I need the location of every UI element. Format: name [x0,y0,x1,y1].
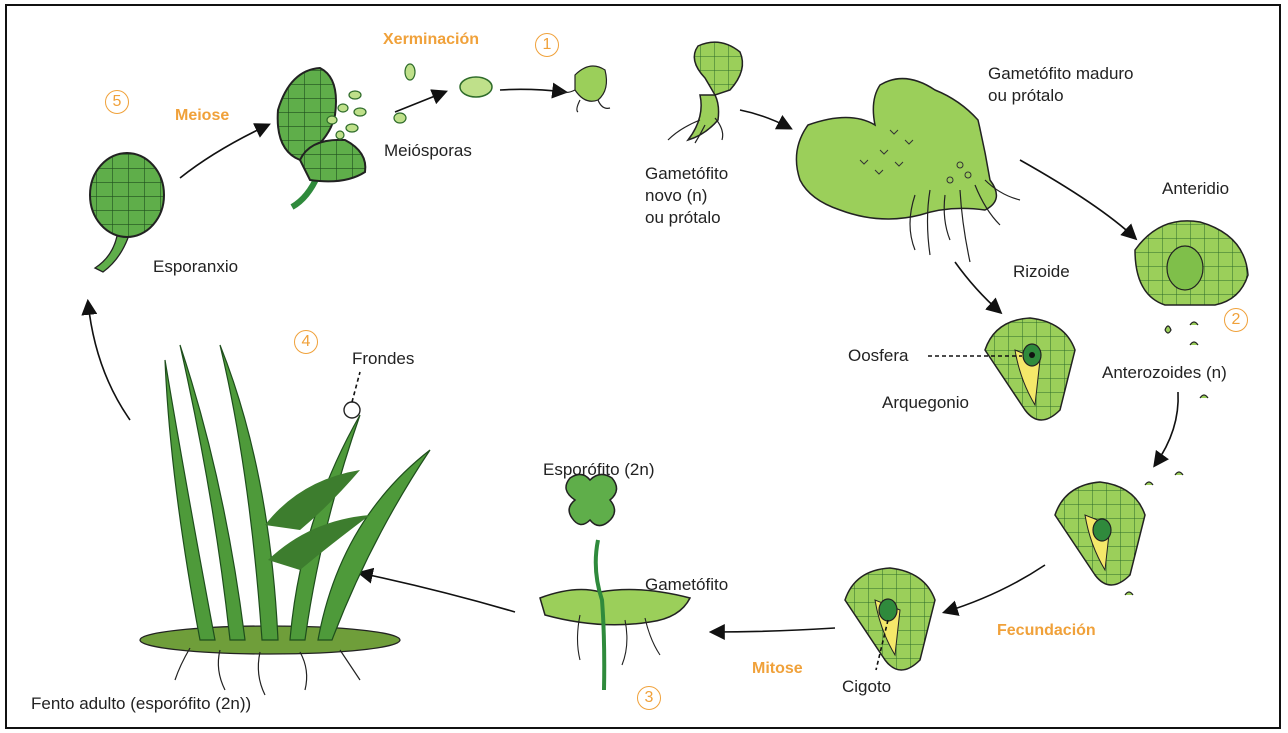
fecundacion-drawing [1055,472,1183,595]
label-oosfera: Oosfera [848,345,908,367]
label-frondes: Frondes [352,348,414,370]
fento-adulto-drawing [140,345,430,695]
arrow-esporanxio-to-meiose [180,125,268,178]
esporanxio-drawing [90,153,164,272]
label-esporofito: Esporófito (2n) [543,459,655,481]
step-number-1: 1 [535,33,559,57]
open-esporanxio-drawing [278,64,492,207]
gametofito-novo-drawing [668,42,742,143]
arrow-to-esporanxio [88,302,130,420]
cigoto-drawing [845,568,935,670]
label-fento-adulto: Fento adulto (esporófito (2n)) [31,693,251,715]
arrow-mitose [712,628,835,632]
arrow-meiosporas [395,92,445,112]
label-gametofito-novo-line2: novo (n) [645,185,707,207]
gametofito-maduro-drawing [796,79,1020,262]
arrow-to-anteridio [1020,160,1135,238]
label-gametofito-novo-line1: Gametófito [645,163,728,185]
stage-mitose: Mitose [752,660,803,678]
label-gametofito-maduro-line2: ou prótalo [988,85,1064,107]
label-meiosporas: Meiósporas [384,140,472,162]
stage-fecundacion: Fecundación [997,622,1096,640]
label-gametofito-maduro-line1: Gametófito maduro [988,63,1134,85]
step-number-4: 4 [294,330,318,354]
label-rizoide: Rizoide [1013,261,1070,283]
label-esporanxio: Esporanxio [153,256,238,278]
label-gametofito-novo-line3: ou prótalo [645,207,721,229]
step-number-5: 5 [105,90,129,114]
label-gametofito: Gametófito [645,574,728,596]
arrow-anterozoides [1155,392,1178,465]
arrow-fecundacion [945,565,1045,612]
stage-meiose: Meiose [175,107,229,125]
label-arquegonio: Arquegonio [882,392,969,414]
label-cigoto: Cigoto [842,676,891,698]
arrow-to-gametofito-maduro [740,110,790,128]
arrow-xerminacion [500,89,565,92]
step-number-2: 2 [1224,308,1248,332]
arrow-to-arquegonio [955,262,1000,312]
label-anteridio: Anteridio [1162,178,1229,200]
step-number-3: 3 [637,686,661,710]
label-anterozoides: Anterozoides (n) [1102,362,1227,384]
spore-germinating-drawing [560,66,610,112]
stage-xerminacion: Xerminación [383,31,479,49]
arrow-to-fento-adulto [360,573,515,612]
